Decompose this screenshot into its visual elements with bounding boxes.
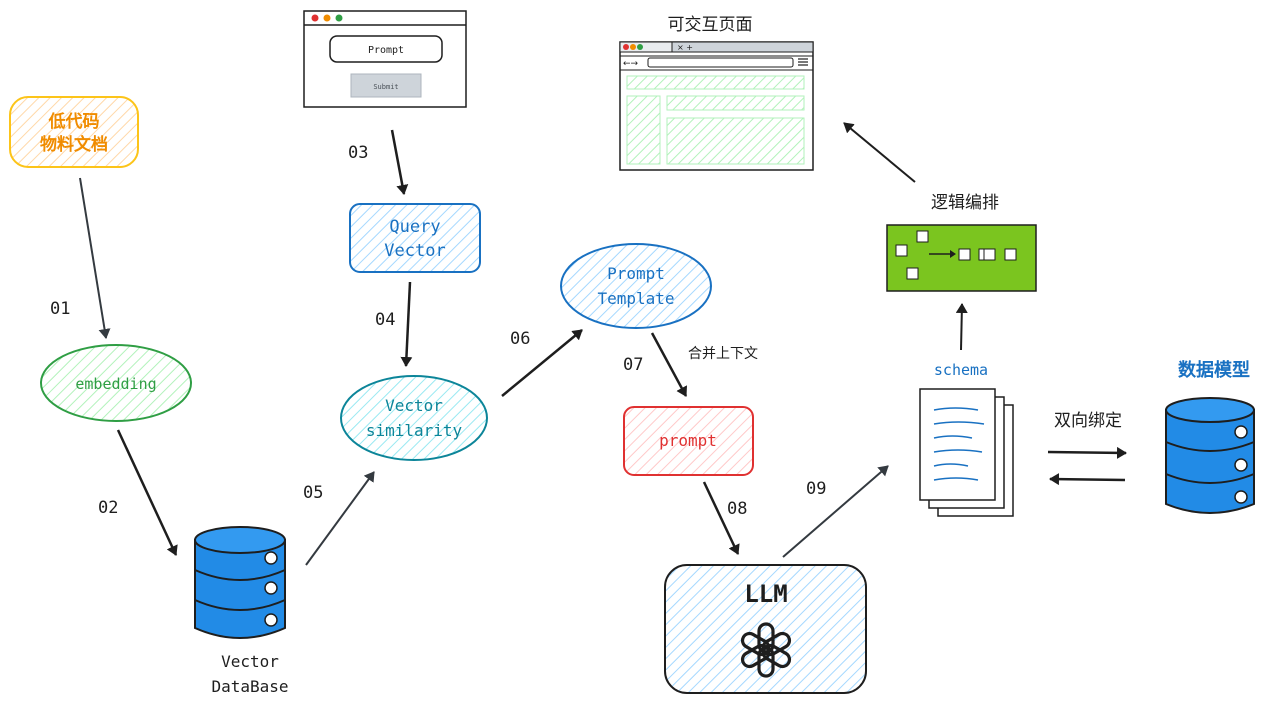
edge-06-label: 06 [510, 329, 530, 349]
submit-button-label: Submit [373, 83, 398, 91]
svg-text:× +: × + [677, 43, 693, 52]
edge-04-arrow [400, 281, 413, 367]
data-model-title: 数据模型 [1178, 359, 1250, 381]
edge-05-label: 05 [303, 483, 323, 503]
two-way-binding-label: 双向绑定 [1054, 411, 1122, 431]
embedding-node: embedding [40, 344, 192, 422]
merge-context-label: 合并上下文 [688, 346, 758, 362]
prompt-input[interactable] [329, 35, 443, 63]
edge-08-label: 08 [727, 499, 747, 519]
binding-right-arrow [1047, 446, 1127, 459]
submit-button[interactable] [350, 73, 422, 98]
edge-09-arrow [782, 465, 889, 558]
edge-03-arrow [390, 129, 409, 195]
logic-orchestration-panel [886, 224, 1037, 292]
edge-01-label: 01 [50, 299, 70, 319]
llm-label: LLM [744, 580, 787, 608]
vector-db-icon [194, 526, 286, 639]
edge-07-arrow [650, 332, 688, 397]
edge-06-arrow [501, 329, 583, 397]
edge-08-arrow [702, 481, 740, 555]
edge-01-arrow [79, 177, 111, 339]
prompt-node: prompt [623, 406, 754, 476]
vector-similarity-line2: similarity [366, 421, 463, 440]
edge-04-label: 04 [375, 310, 395, 330]
prompt-label: prompt [659, 431, 717, 450]
vector-db-line2: DataBase [211, 677, 288, 696]
prompt-template-line2: Template [597, 289, 674, 308]
edge-09-label: 09 [806, 479, 826, 499]
edge-03-label: 03 [348, 143, 368, 163]
edge-orchestration-to-page-arrow [843, 122, 916, 183]
interactive-page-title: 可交互页面 [668, 15, 753, 35]
prompt-form-window: Prompt Submit [303, 10, 467, 108]
embedding-label: embedding [75, 375, 156, 393]
schema-label: schema [934, 361, 988, 379]
edge-02-arrow [116, 429, 178, 556]
query-vector-line1: Query [389, 217, 440, 237]
prompt-input-label: Prompt [368, 45, 404, 56]
svg-text:←→: ←→ [623, 59, 639, 69]
lowcode-doc-line1: 低代码 [48, 111, 100, 132]
logic-orchestration-title: 逻辑编排 [931, 193, 999, 213]
edge-05-arrow [305, 471, 375, 566]
lowcode-doc-line2: 物料文档 [40, 134, 108, 155]
vector-similarity-line1: Vector [385, 396, 443, 415]
edge-07-label: 07 [623, 355, 643, 375]
query-vector-line2: Vector [384, 241, 445, 261]
lowcode-doc-node: 低代码 物料文档 [9, 96, 139, 168]
vector-db-line1: Vector [221, 652, 279, 671]
prompt-template-node: Prompt Template [560, 243, 712, 329]
query-vector-node: Query Vector [349, 203, 481, 273]
binding-left-arrow [1049, 473, 1126, 486]
openai-logo-icon [740, 622, 792, 678]
llm-node: LLM [664, 564, 867, 694]
edge-schema-to-orchestration-arrow [955, 303, 968, 351]
edge-02-label: 02 [98, 498, 118, 518]
schema-doc-icon [919, 388, 1014, 517]
vector-similarity-node: Vector similarity [340, 375, 488, 461]
prompt-template-line1: Prompt [607, 264, 665, 283]
interactive-page-window: × + ←→ [619, 41, 814, 171]
data-model-db-icon [1165, 397, 1255, 514]
